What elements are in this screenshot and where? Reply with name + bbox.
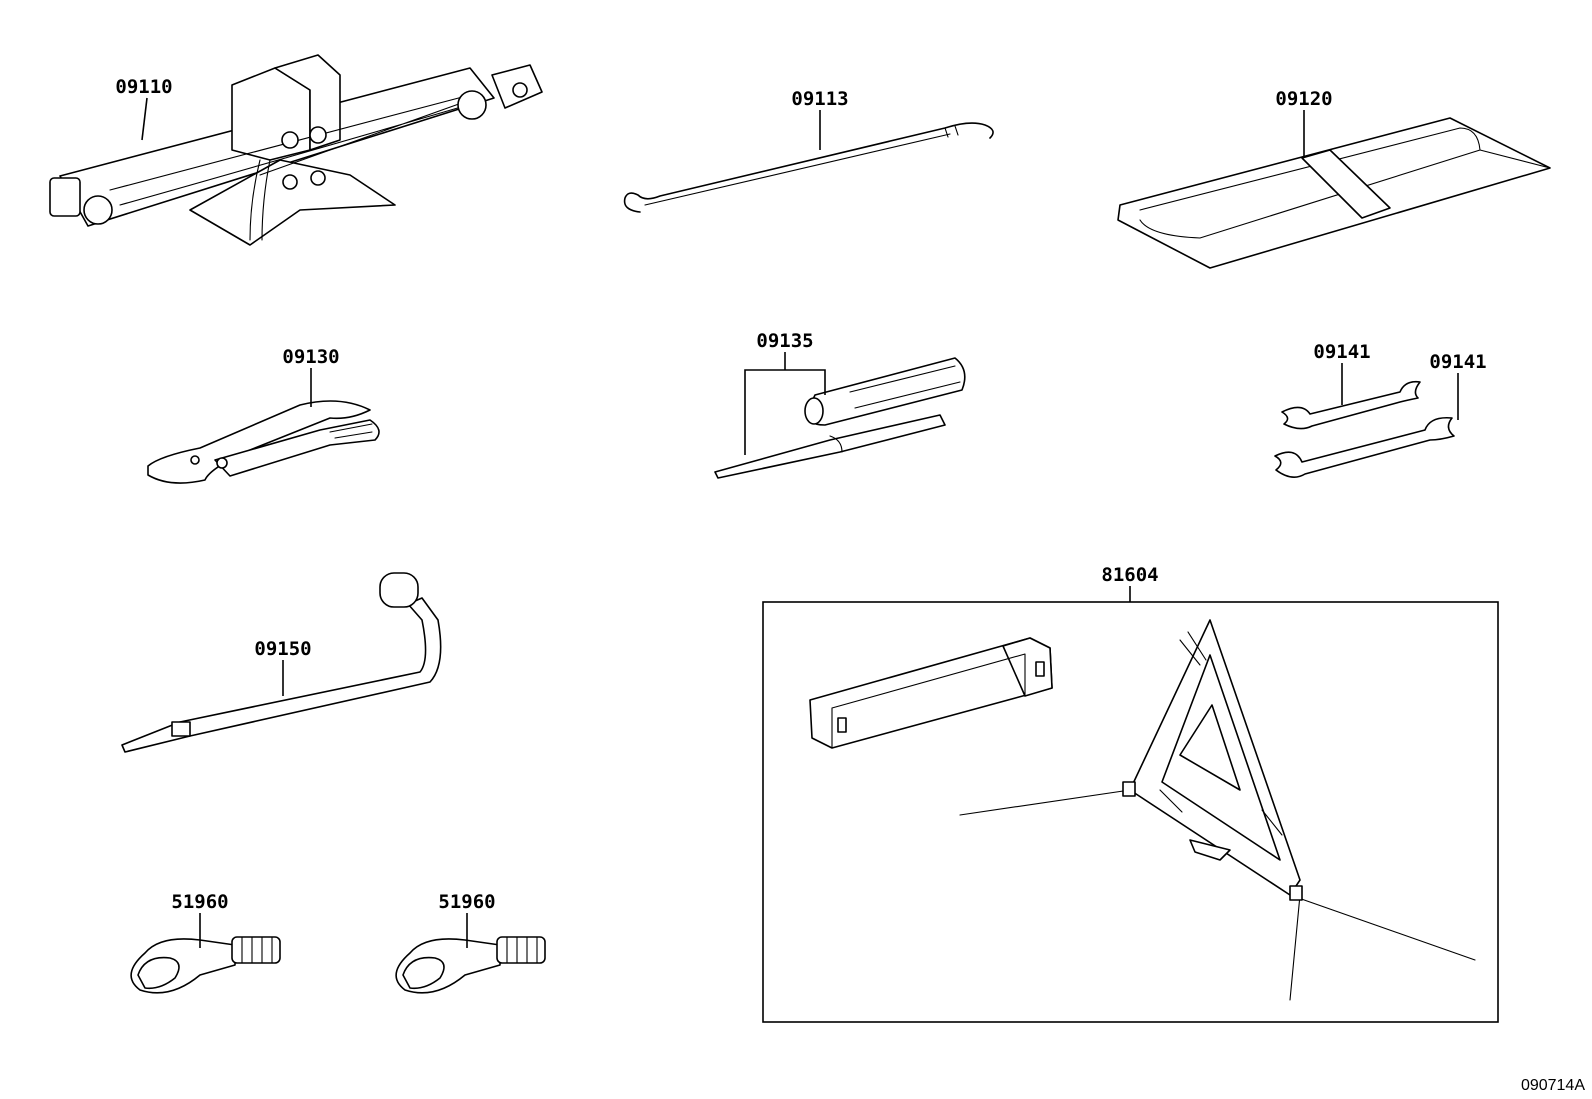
- part-number-jack-handle: 09113: [791, 88, 848, 110]
- warning-triangle-frame: [762, 601, 1499, 1023]
- warning-triangle-case-drawing: [809, 637, 1053, 749]
- part-number-tool-bag: 09120: [1275, 88, 1332, 110]
- wrenches-drawing: [1274, 380, 1455, 478]
- warning-triangle-drawing: [959, 619, 1476, 1001]
- part-number-towing-eye-left: 51960: [171, 891, 228, 913]
- jack-drawing: [49, 54, 543, 246]
- jack-handle-drawing: [623, 122, 994, 213]
- part-number-jack: 09110: [115, 76, 172, 98]
- towing-eye-right-drawing: [395, 936, 546, 994]
- diagram-reference-code: 090714A: [1521, 1077, 1585, 1094]
- part-number-warning-triangle-set: 81604: [1101, 564, 1158, 586]
- part-number-screwdriver: 09135: [756, 330, 813, 352]
- part-number-towing-eye-right: 51960: [438, 891, 495, 913]
- screwdriver-drawing: [714, 357, 966, 479]
- part-number-wrench-upper: 09141: [1313, 341, 1370, 363]
- towing-eye-left-drawing: [130, 936, 281, 994]
- part-number-wheel-nut-wrench: 09150: [254, 638, 311, 660]
- wheel-nut-wrench-drawing: [121, 572, 442, 753]
- tool-bag-drawing: [1117, 117, 1551, 269]
- pliers-drawing: [147, 400, 380, 484]
- leader-jack: [141, 97, 148, 141]
- part-number-wrench-lower: 09141: [1429, 351, 1486, 373]
- part-number-pliers: 09130: [282, 346, 339, 368]
